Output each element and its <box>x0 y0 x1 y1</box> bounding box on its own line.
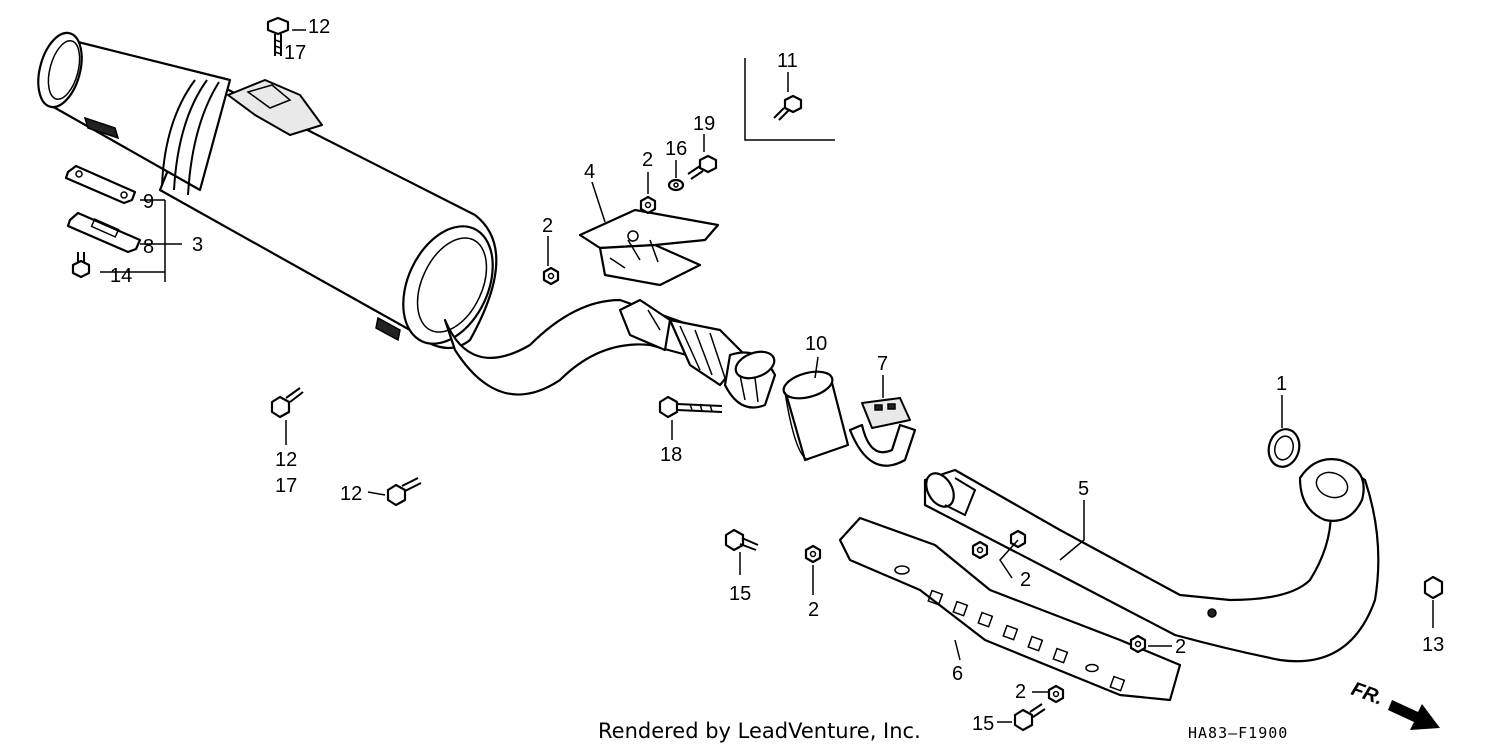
callout-12: 12 <box>275 449 297 471</box>
callout-15: 15 <box>729 583 751 605</box>
bolt-15-bottom <box>1013 703 1046 732</box>
bolt-14 <box>71 252 91 279</box>
callout-17: 17 <box>284 42 306 64</box>
washer-2-a <box>542 266 560 286</box>
bolt-12-lower <box>386 477 422 507</box>
washer-2-d <box>971 540 989 560</box>
heat-shield-4 <box>578 208 720 287</box>
bolt-12-17-left <box>270 387 304 419</box>
callout-12: 12 <box>308 16 330 38</box>
callout-4: 4 <box>584 161 595 183</box>
tail-pipe <box>443 298 777 409</box>
callout-11: 11 <box>777 50 798 72</box>
muffler <box>37 31 498 350</box>
callout-1: 1 <box>1276 373 1287 395</box>
gasket-10 <box>782 370 850 462</box>
washer-2-f <box>1129 634 1147 654</box>
callout-8: 8 <box>143 236 154 258</box>
callout-3: 3 <box>192 234 203 256</box>
callout-16: 16 <box>665 138 687 160</box>
gasket-ring-1 <box>1267 428 1301 468</box>
callout-2: 2 <box>1015 681 1026 703</box>
washer-16 <box>667 178 685 192</box>
front-arrow-icon <box>1388 700 1440 730</box>
washer-2-c <box>804 544 822 564</box>
callout-2: 2 <box>1020 569 1031 591</box>
callout-labels: 12 17 9 8 3 14 11 19 16 2 4 2 10 7 1 5 1… <box>110 16 1444 735</box>
plates <box>64 164 142 254</box>
callout-2: 2 <box>642 149 653 171</box>
callout-18: 18 <box>660 444 682 466</box>
callout-9: 9 <box>143 191 154 213</box>
bolt-11 <box>773 94 803 121</box>
protector-vent-slots <box>927 589 1126 692</box>
callout-13: 13 <box>1422 634 1444 656</box>
clamp-7 <box>848 397 917 467</box>
washer-2-g <box>1047 684 1065 704</box>
callout-2: 2 <box>1175 636 1186 658</box>
callout-2: 2 <box>808 599 819 621</box>
bolt-12-17-top <box>266 16 290 56</box>
callout-14: 14 <box>110 265 132 287</box>
callout-17: 17 <box>275 475 297 497</box>
nut-13 <box>1423 575 1444 600</box>
callout-19: 19 <box>693 113 715 135</box>
direction-label: FR. <box>1348 678 1386 710</box>
diagram-code: HA83–F1900 <box>1188 724 1288 742</box>
callout-6: 6 <box>952 663 963 685</box>
pipe-protector-6 <box>838 516 1182 702</box>
front-direction-indicator: FR. <box>1348 678 1440 730</box>
bolt-19 <box>687 154 718 180</box>
credit-text: Rendered by LeadVenture, Inc. <box>598 719 921 743</box>
exhaust-pipe-5 <box>923 458 1380 663</box>
washers <box>542 178 1147 704</box>
callout-12: 12 <box>340 483 362 505</box>
bolt-18 <box>658 395 723 419</box>
callout-15: 15 <box>972 713 994 735</box>
callout-10: 10 <box>805 333 827 355</box>
bolt-15-middle <box>724 528 759 552</box>
callout-7: 7 <box>877 353 888 375</box>
leader-lines <box>100 29 1434 723</box>
washer-2-b <box>639 195 657 215</box>
callout-2: 2 <box>542 215 553 237</box>
callout-5: 5 <box>1078 478 1089 500</box>
